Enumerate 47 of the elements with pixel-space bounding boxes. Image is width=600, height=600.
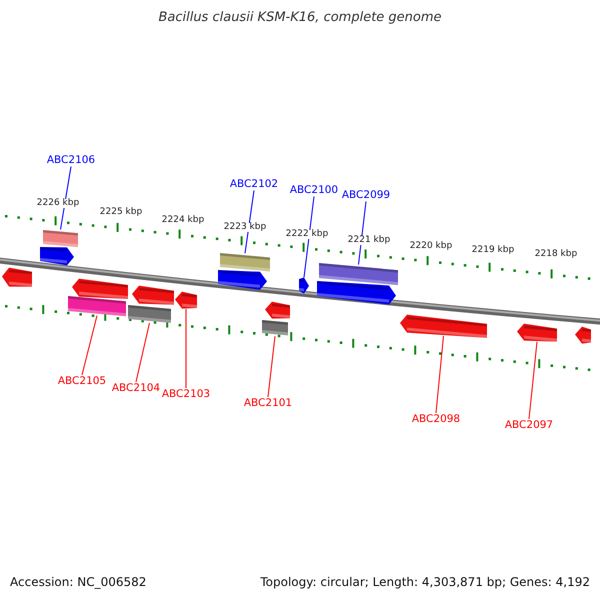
footer-text: Topology: circular; Length: 4,303,871 bp; Genes: 4,192 bbox=[260, 576, 590, 588]
leader-line bbox=[528, 341, 538, 420]
gene-label: ABC2103 bbox=[162, 389, 210, 400]
gene-label: ABC2101 bbox=[244, 398, 292, 408]
gene-block bbox=[218, 270, 267, 290]
gene-label: ABC2105 bbox=[58, 376, 106, 386]
gene-block bbox=[317, 281, 396, 304]
gene-block bbox=[517, 324, 557, 342]
scale-label: 2218 kbp bbox=[534, 250, 578, 259]
scale-label: 2223 kbp bbox=[224, 223, 266, 232]
scale-label: 2224 kbp bbox=[162, 216, 204, 225]
diagram-title: Bacillus clausii KSM-K16, complete genome bbox=[158, 11, 442, 24]
gene-label: ABC2098 bbox=[412, 414, 460, 424]
scale-label: 2225 kbp bbox=[100, 208, 142, 217]
gene-block bbox=[400, 314, 487, 338]
gene-block bbox=[2, 268, 32, 287]
gene-block bbox=[575, 326, 591, 344]
gene-block bbox=[128, 305, 171, 323]
footer-text: Accession: NC_006582 bbox=[10, 576, 146, 588]
gene-block bbox=[68, 296, 126, 316]
gene-label: ABC2100 bbox=[290, 185, 338, 196]
scale-label: 2219 kbp bbox=[472, 246, 514, 255]
leader-line bbox=[82, 315, 98, 376]
scale-label: 2222 kbp bbox=[286, 230, 328, 239]
gene-block bbox=[319, 263, 398, 286]
gene-block bbox=[40, 247, 74, 266]
leader-line bbox=[436, 335, 444, 414]
gene-block bbox=[72, 278, 128, 300]
scale-label: 2220 kbp bbox=[410, 242, 452, 251]
leader-line bbox=[60, 166, 72, 230]
gene-block bbox=[175, 292, 197, 309]
gene-block bbox=[265, 302, 290, 319]
scale-label: 2226 kbp bbox=[36, 199, 80, 208]
gene-block bbox=[220, 253, 270, 272]
scale-label: 2221 kbp bbox=[348, 236, 390, 245]
gene-label: ABC2102 bbox=[230, 179, 278, 190]
leader-line bbox=[244, 190, 254, 254]
gene-label: ABC2104 bbox=[112, 383, 160, 394]
leader-line bbox=[136, 322, 150, 382]
gene-block bbox=[262, 320, 288, 336]
gene-label: ABC2099 bbox=[342, 190, 390, 200]
gene-block bbox=[299, 277, 309, 294]
gene-label: ABC2106 bbox=[46, 155, 96, 166]
gene-block bbox=[43, 230, 78, 248]
leader-line bbox=[268, 336, 276, 398]
leader-line bbox=[304, 196, 314, 278]
gene-label: ABC2097 bbox=[504, 420, 554, 430]
